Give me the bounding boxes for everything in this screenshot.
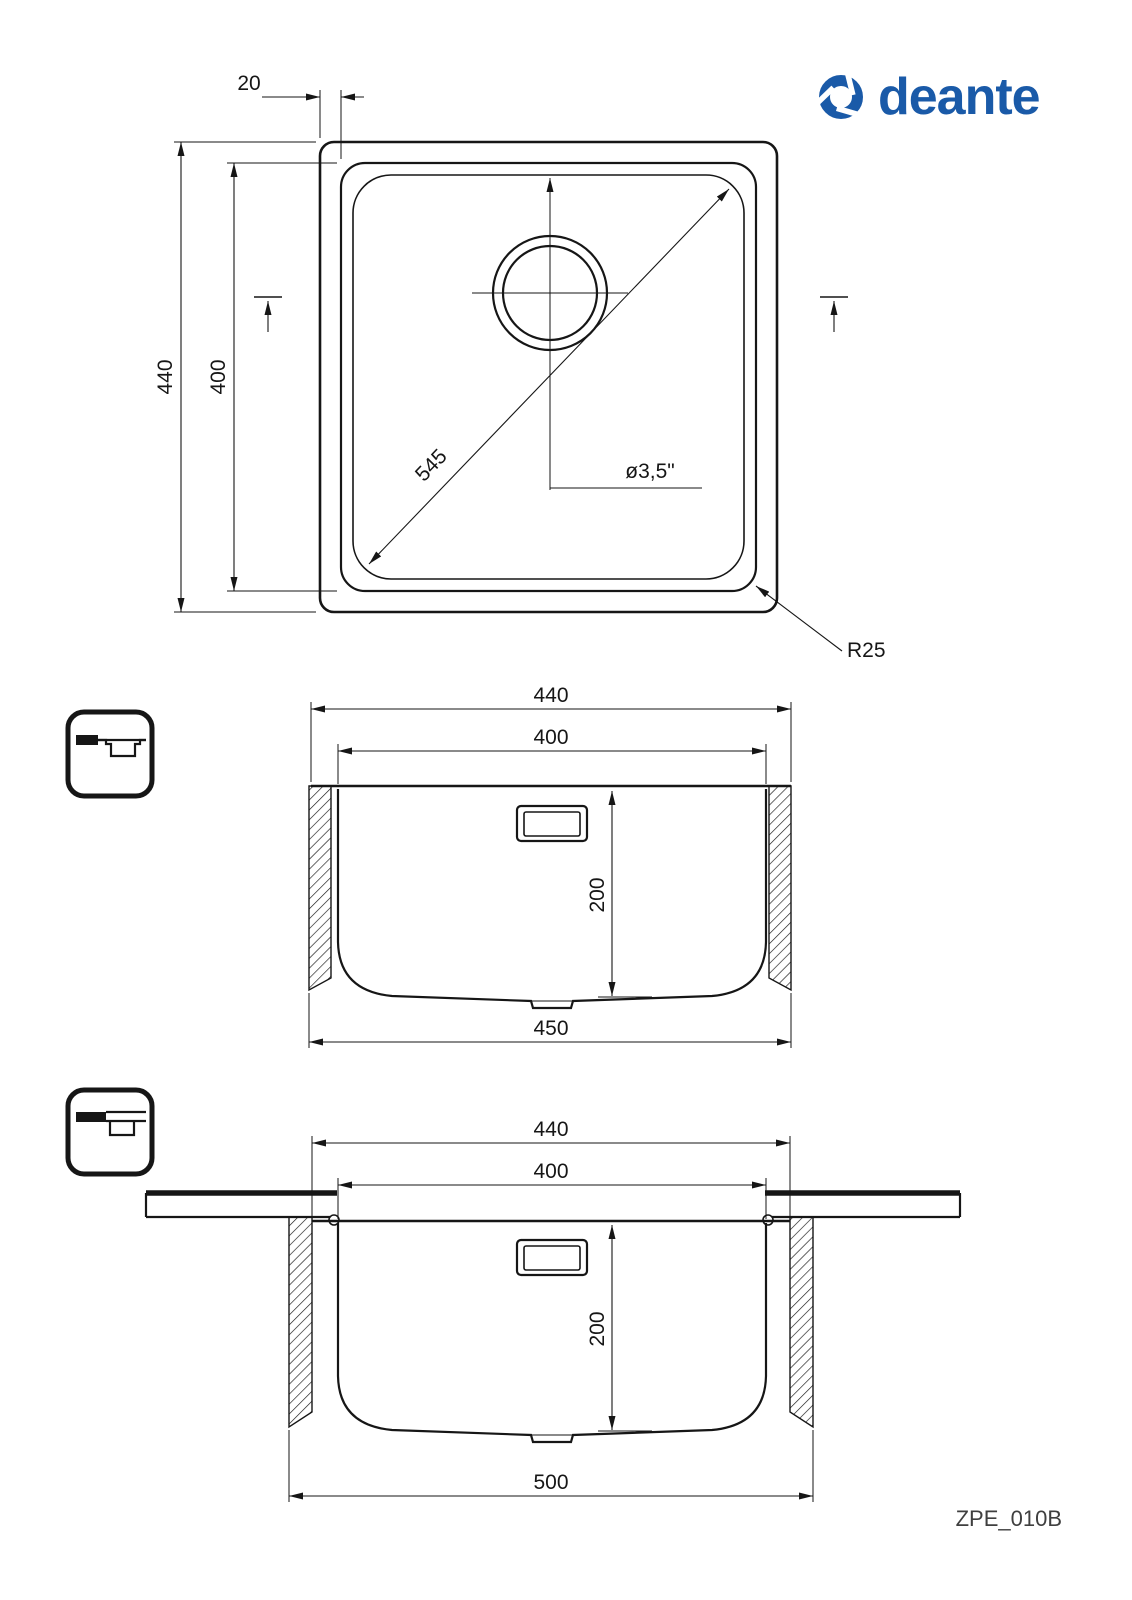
flush-depth-label: 200 (586, 877, 609, 912)
corner-radius-leader (755, 585, 843, 652)
top-view: ø3,5" 545 20 440 400 (154, 72, 886, 662)
section-view-undermount: 440 400 200 500 (65, 1087, 962, 1502)
undermount-bowl-width-label: 400 (533, 1160, 568, 1183)
flush-depth-dimension (598, 791, 652, 998)
flush-base-width-label: 450 (533, 1017, 568, 1040)
undermount-outer-width-dimension (311, 1136, 791, 1217)
outer-size-dimension (174, 141, 316, 613)
flush-base-width-dimension (308, 993, 792, 1048)
bowl-slope-edge (352, 174, 745, 580)
sink-outer-edge (318, 140, 779, 614)
undermount-depth-label: 200 (586, 1311, 609, 1346)
deante-swirl-icon (814, 72, 863, 119)
deante-logo: deante (814, 68, 1041, 126)
flush-right-wall (768, 785, 792, 992)
undermount-depth-dimension (598, 1225, 652, 1432)
drain-centerline-marks (254, 296, 848, 332)
bowl-size-label: 400 (207, 359, 230, 394)
flush-mount-icon (65, 709, 155, 799)
undermount-overflow (515, 1238, 589, 1277)
flush-bowl-profile (336, 789, 768, 1010)
undermount-icon (65, 1087, 155, 1177)
flush-bowl-width-label: 400 (533, 726, 568, 749)
rim-offset-label: 20 (237, 72, 260, 95)
undermount-bowl-width-dimension (337, 1178, 767, 1219)
undermount-left-wall (288, 1216, 313, 1429)
bowl-size-dimension (227, 162, 337, 592)
drain-diameter-label: ø3,5" (625, 460, 674, 483)
flush-bowl-width-dimension (337, 744, 767, 784)
diagonal-dimension (368, 188, 730, 565)
undermount-bowl-profile (336, 1223, 768, 1444)
flush-overflow (515, 804, 589, 843)
undermount-outer-width-label: 440 (533, 1118, 568, 1141)
drain (472, 178, 702, 490)
section-view-flush: 440 400 200 450 (65, 684, 792, 1048)
flush-outer-width-label: 440 (533, 684, 568, 707)
flush-outer-width-dimension (310, 702, 792, 782)
undermount-cutout-width-dimension (288, 1430, 814, 1502)
diagonal-label: 545 (411, 445, 452, 486)
rim-offset-dimension (262, 90, 364, 159)
brand-name: deante (878, 68, 1040, 126)
sink-rim-edge (339, 161, 758, 593)
undermount-right-wall (789, 1216, 814, 1429)
undermount-cutout-width-label: 500 (533, 1471, 568, 1494)
model-code: ZPE_010B (956, 1506, 1062, 1531)
corner-radius-label: R25 (847, 639, 886, 662)
outer-size-label: 440 (154, 359, 177, 394)
flush-left-wall (308, 785, 332, 992)
